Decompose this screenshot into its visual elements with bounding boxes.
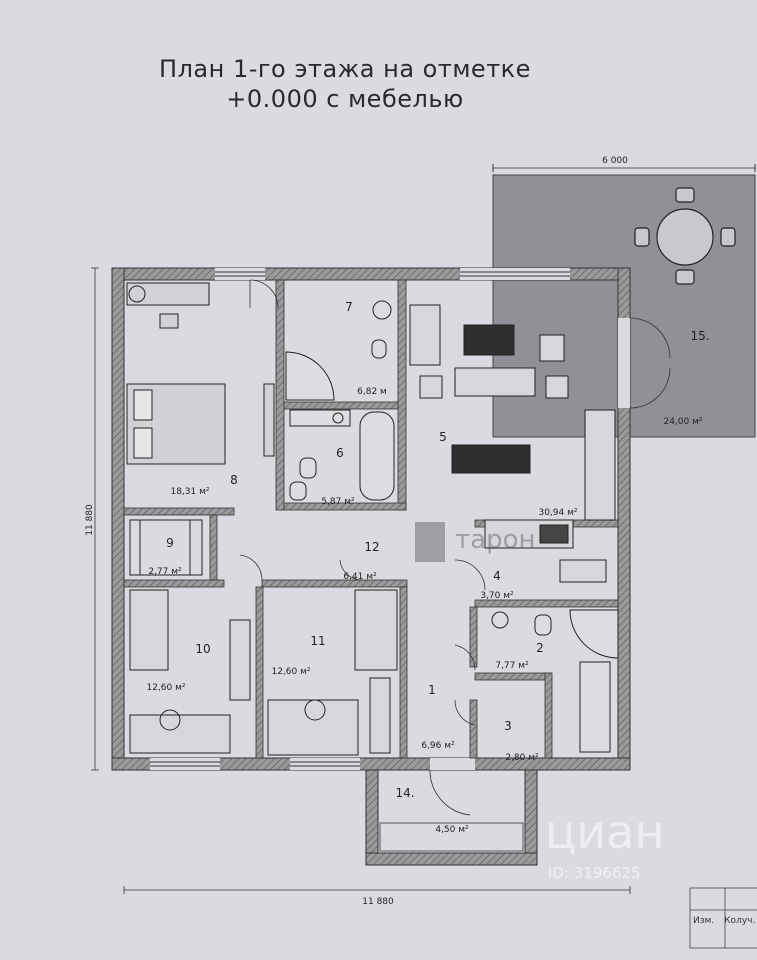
bathroom-fixtures <box>285 300 395 501</box>
room11-furniture <box>267 589 398 756</box>
plan-title-line2: +0.000 с мебелью <box>226 85 464 113</box>
stamp-izm: Изм. <box>693 916 715 926</box>
stamp-koluch: Колуч. <box>724 916 756 926</box>
room-number: 6 <box>336 446 344 460</box>
room-area: 24,00 м² <box>663 417 702 427</box>
room-number: 12 <box>364 540 379 554</box>
dim-terrace-width: 6 000 <box>602 156 628 166</box>
room-area: 18,31 м² <box>170 487 209 497</box>
room-number: 14. <box>395 786 414 800</box>
room-number: 5 <box>439 430 447 444</box>
dim-house-width: 11 880 <box>362 897 394 907</box>
hall-bench <box>559 559 607 583</box>
room-area: 6,82 м <box>357 387 387 397</box>
room9-shelves <box>129 519 203 576</box>
room-number: 2 <box>536 641 544 655</box>
watermark-id: ID: 3196625 <box>548 864 641 882</box>
room-area: 4,50 м² <box>435 825 469 835</box>
porch-14 <box>365 769 538 866</box>
door-swings <box>239 279 671 816</box>
living-room-furniture <box>409 304 616 549</box>
room-area: 6,41 м² <box>343 572 377 582</box>
room-number: 8 <box>230 473 238 487</box>
room-number: 15. <box>690 329 709 343</box>
room-number: 9 <box>166 536 174 550</box>
watermark-brand: тарон <box>455 525 536 555</box>
room2-fixtures <box>491 609 619 753</box>
title-block <box>689 887 757 949</box>
room-area: 12,60 м² <box>146 683 185 693</box>
watermark-site: циан <box>545 805 664 859</box>
room-area: 30,94 м² <box>538 508 577 518</box>
dim-house-height: 11 880 <box>85 504 95 536</box>
bedroom-furniture <box>126 282 275 465</box>
room-number: 3 <box>504 719 512 733</box>
room-area: 2,80 м² <box>505 753 539 763</box>
room-number: 1 <box>428 683 436 697</box>
room10-furniture <box>129 589 251 754</box>
room-labels: 1 6,96 м² 2 7,77 м² 3 2,80 м² 4 3,70 м² 5 30,94 м… <box>146 300 709 835</box>
plan-title-line1: План 1-го этажа на отметке <box>159 55 531 83</box>
room-number: 4 <box>493 569 501 583</box>
room-area: 7,77 м² <box>495 661 529 671</box>
room-area: 12,60 м² <box>271 667 310 677</box>
room-area: 2,77 м² <box>148 567 182 577</box>
room-area: 3,70 м² <box>480 591 514 601</box>
dimension-lines <box>91 267 631 894</box>
terrace-table-set <box>634 187 736 285</box>
room-number: 11 <box>310 634 325 648</box>
room-number: 10 <box>195 642 210 656</box>
room-area: 5,87 м² <box>321 497 355 507</box>
room-area: 6,96 м² <box>421 741 455 751</box>
room-number: 7 <box>345 300 353 314</box>
watermark-logo: тарон <box>415 522 536 562</box>
title-block-text: Изм. Колуч. <box>693 916 757 926</box>
